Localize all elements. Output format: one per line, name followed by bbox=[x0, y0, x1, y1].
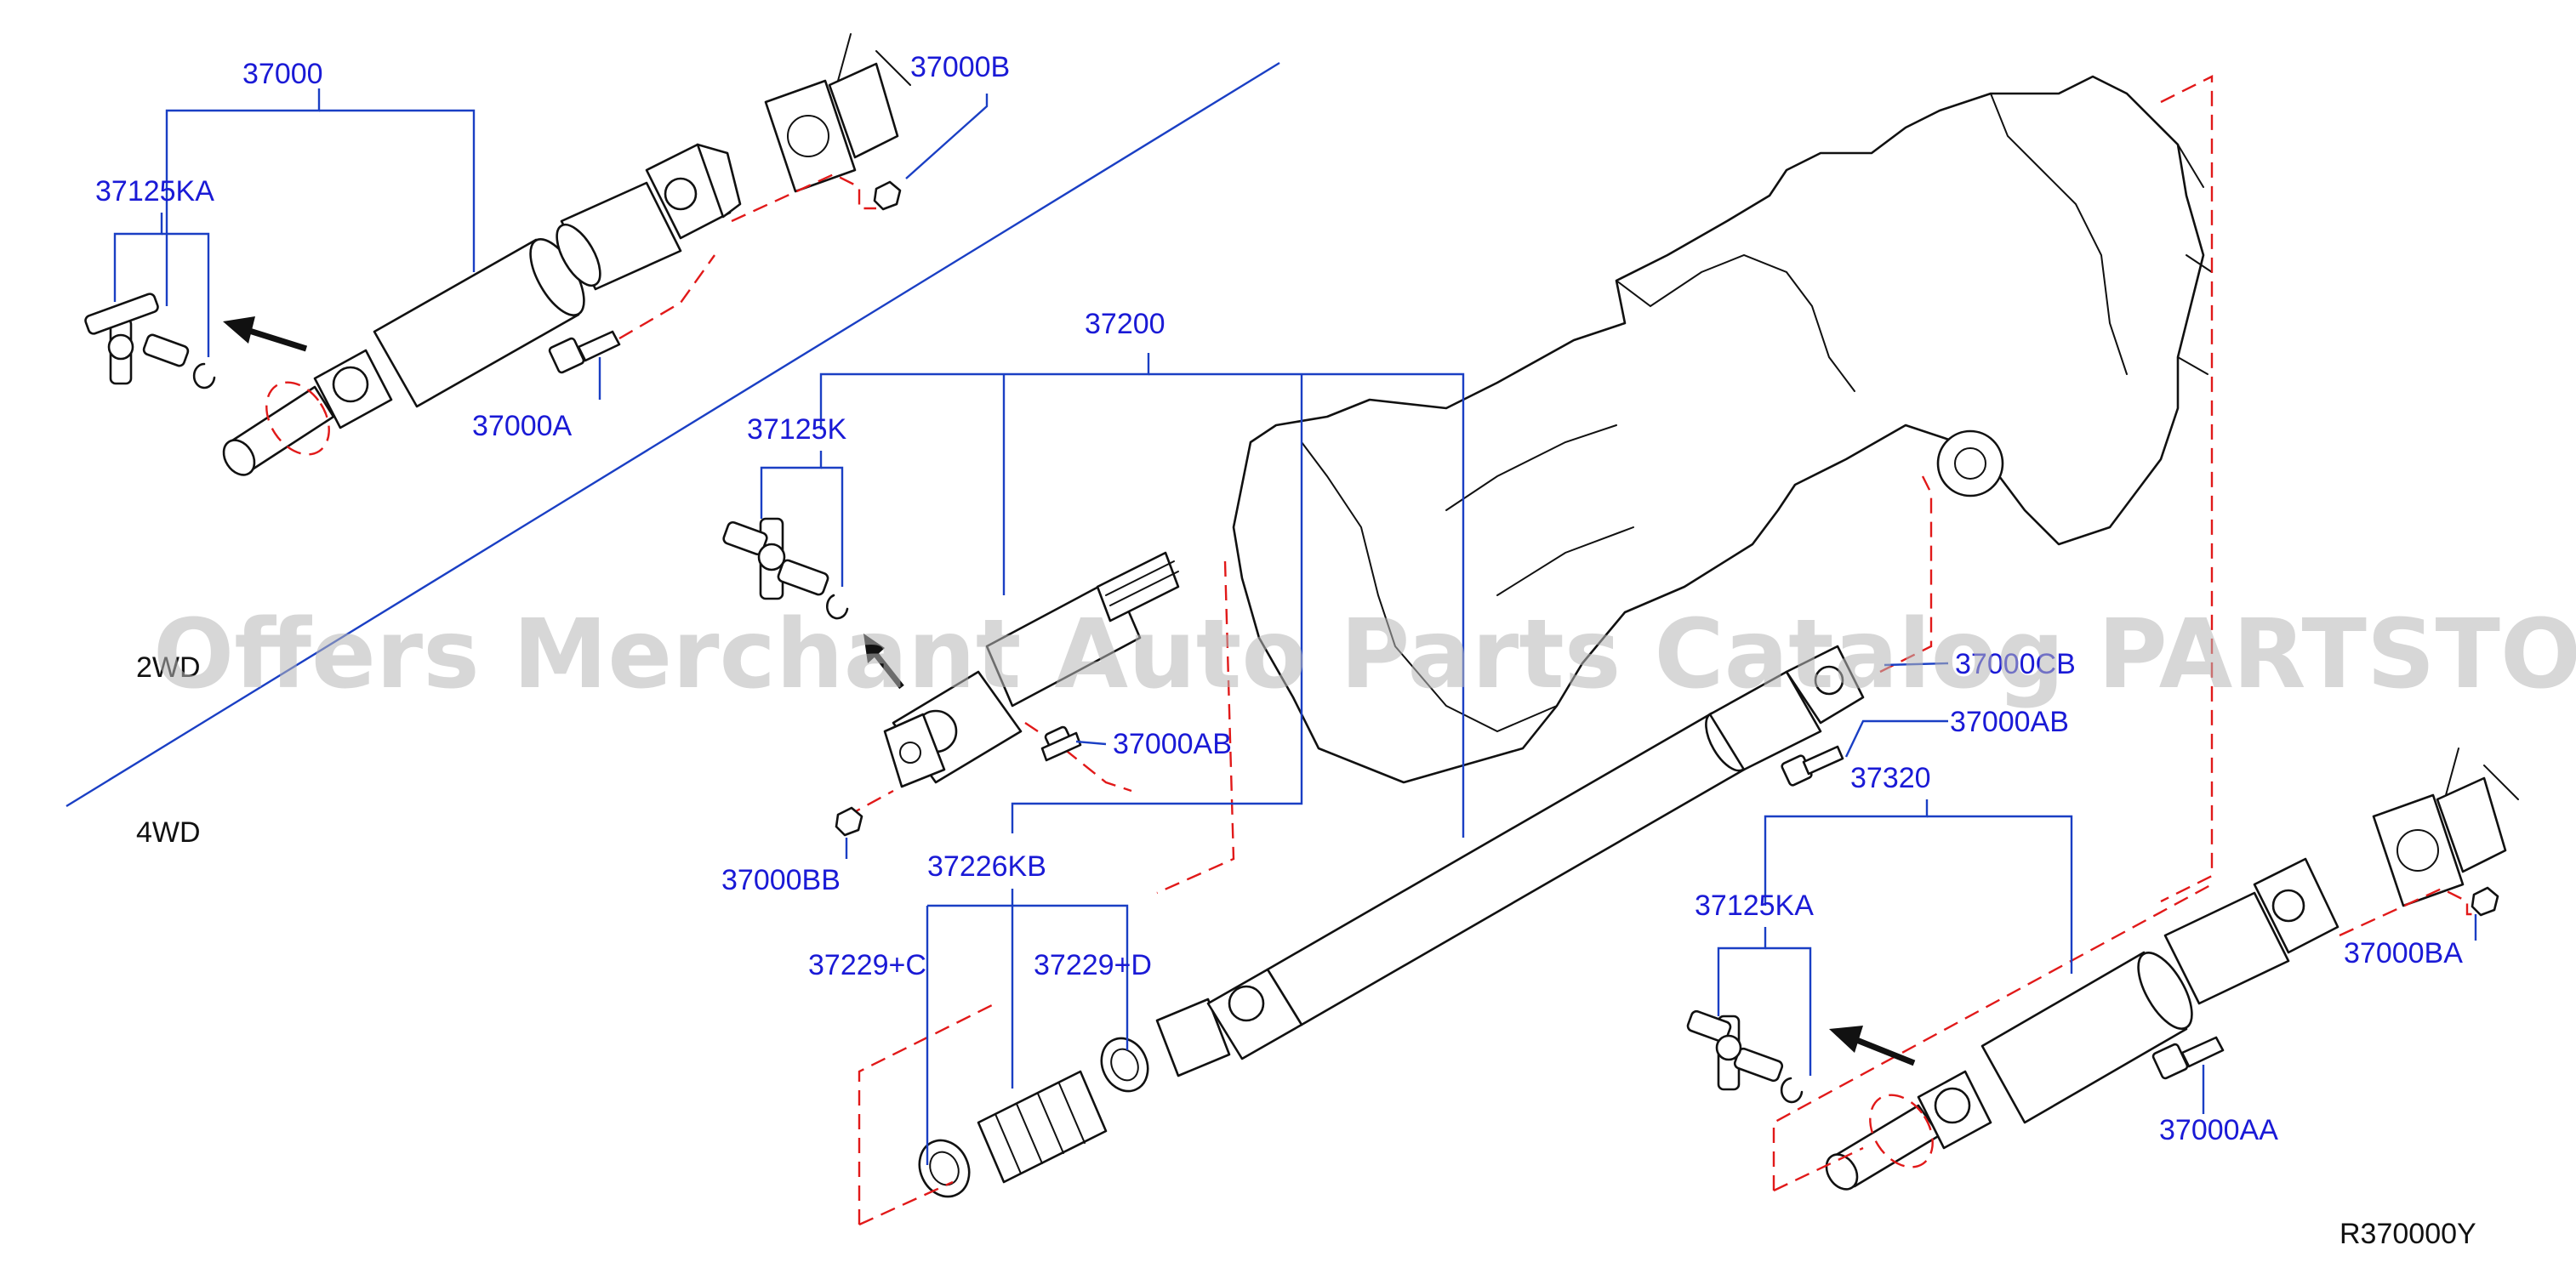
label-37200[interactable]: 37200 bbox=[1085, 308, 1165, 340]
flange-37320[interactable] bbox=[2372, 748, 2519, 907]
arrow-top bbox=[223, 316, 308, 352]
label-37229D[interactable]: 37229+D bbox=[1034, 949, 1152, 981]
universal-joint-kit-bottom[interactable] bbox=[1686, 1009, 1784, 1091]
propeller-shaft-37320[interactable] bbox=[1821, 857, 2339, 1195]
bolt-37000AB-left[interactable] bbox=[1040, 725, 1082, 762]
bolt-37000AB-right[interactable] bbox=[1781, 745, 1844, 787]
arrow-middle bbox=[863, 634, 904, 690]
snap-ring-top[interactable] bbox=[192, 362, 216, 389]
section-label-2wd: 2WD bbox=[136, 651, 201, 684]
nut-37000B[interactable] bbox=[873, 180, 902, 211]
universal-joint-kit-37125K[interactable] bbox=[722, 517, 829, 600]
label-37125K[interactable]: 37125K bbox=[747, 413, 847, 446]
propeller-shaft-2wd[interactable] bbox=[218, 143, 742, 480]
nut-37000BB[interactable] bbox=[835, 806, 863, 837]
label-37320[interactable]: 37320 bbox=[1850, 762, 1931, 794]
arrow-bottom bbox=[1829, 1026, 1916, 1066]
snap-ring-bottom[interactable] bbox=[1780, 1077, 1804, 1104]
boot-kit[interactable] bbox=[910, 998, 1231, 1205]
section-divider bbox=[66, 61, 1280, 808]
label-37000BB[interactable]: 37000BB bbox=[721, 864, 841, 896]
label-37226KB[interactable]: 37226KB bbox=[927, 850, 1046, 883]
label-37000BA[interactable]: 37000BA bbox=[2344, 937, 2463, 969]
watermark: Offers Merchant Auto Parts Catalog PARTS… bbox=[153, 600, 2576, 710]
label-37000AB-left[interactable]: 37000AB bbox=[1113, 728, 1232, 760]
snap-ring-37125K[interactable] bbox=[826, 594, 849, 620]
label-37125KA-top[interactable]: 37125KA bbox=[95, 175, 214, 207]
leader-lines bbox=[113, 88, 2477, 1165]
flange-2wd[interactable] bbox=[764, 33, 911, 193]
nut-37000BA[interactable] bbox=[2471, 886, 2499, 917]
section-label-4wd: 4WD bbox=[136, 816, 201, 849]
label-37000AA[interactable]: 37000AA bbox=[2159, 1114, 2278, 1146]
bolt-37000A[interactable] bbox=[548, 330, 621, 374]
front-propeller-shaft[interactable] bbox=[883, 551, 1180, 788]
diagram-code: R370000Y bbox=[2339, 1218, 2476, 1250]
label-37000A[interactable]: 37000A bbox=[472, 410, 573, 442]
bolt-37000AA[interactable] bbox=[2151, 1036, 2225, 1080]
label-37125KA-bottom[interactable]: 37125KA bbox=[1695, 890, 1814, 922]
label-37000[interactable]: 37000 bbox=[242, 58, 323, 90]
label-37229C[interactable]: 37229+C bbox=[808, 949, 926, 981]
long-rear-shaft[interactable] bbox=[1206, 645, 1865, 1060]
label-37000B[interactable]: 37000B bbox=[910, 51, 1010, 83]
transfer-case-outline bbox=[1232, 75, 2213, 784]
universal-joint-kit-top[interactable] bbox=[84, 293, 190, 385]
label-37000AB-right[interactable]: 37000AB bbox=[1950, 706, 2069, 738]
label-37000CB[interactable]: 37000CB bbox=[1955, 648, 2076, 680]
